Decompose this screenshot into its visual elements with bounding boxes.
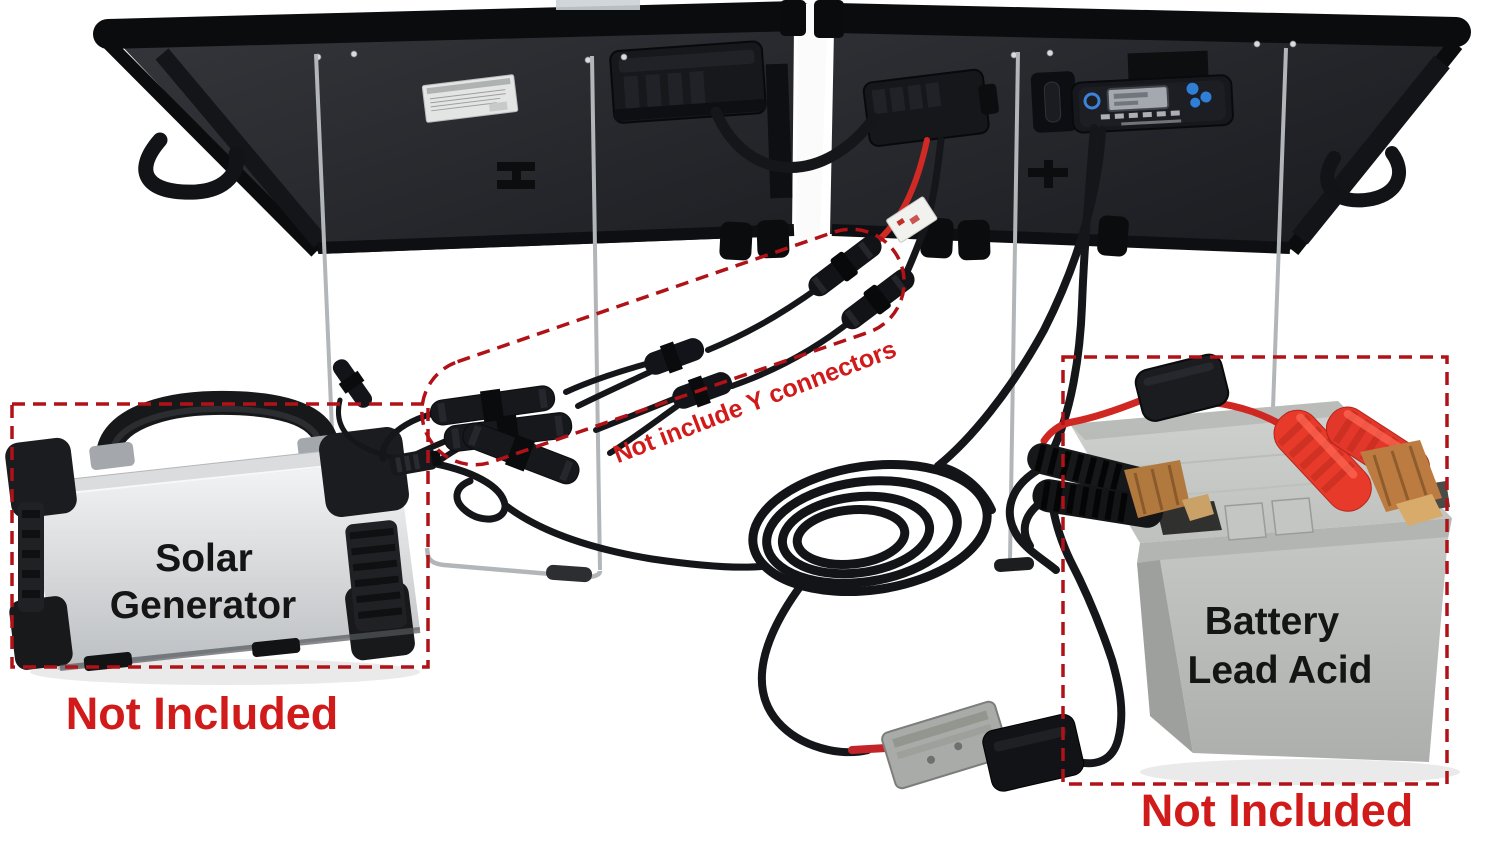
kickstand-leg-4 — [1271, 47, 1288, 409]
generator-front — [28, 460, 420, 670]
junction-box-right — [862, 68, 999, 147]
panel-handle-right — [1320, 146, 1406, 208]
solar-generator — [5, 390, 421, 685]
panel-black-wire — [900, 136, 945, 282]
fuse-holder — [1134, 353, 1230, 422]
clamp-cable — [1005, 466, 1060, 574]
generator-input-cable — [422, 458, 509, 523]
coil-to-connector-cable — [757, 580, 872, 757]
kickstand-leg-2 — [590, 55, 602, 571]
charge-controller — [1030, 71, 1234, 134]
latch-feet-right — [920, 215, 1129, 261]
connector-to-battery-cable — [1049, 504, 1126, 768]
panel-frame-side-left — [98, 33, 321, 257]
mc4-connector — [332, 359, 373, 408]
not-included-label-battery: Not Included — [1141, 785, 1413, 836]
panel-frame-bottom-left — [317, 224, 795, 254]
generator-corner-guard — [9, 596, 73, 670]
generator-vents — [345, 520, 407, 632]
panel-spec-label — [421, 74, 519, 123]
kickstand-leg-3 — [1008, 51, 1020, 563]
callout-box-battery — [1061, 355, 1449, 786]
generator-label-line2: Generator — [110, 584, 296, 627]
battery-label-line2: Lead Acid — [1188, 649, 1373, 692]
junction-box-left — [609, 40, 767, 124]
solar-panel-right — [821, 3, 1471, 261]
inter-panel-cable — [710, 106, 880, 173]
controller-output-cable — [934, 126, 1106, 470]
kickstand-foot-2 — [424, 547, 603, 580]
extension-cable-coil — [748, 459, 992, 597]
panel-frame-top-right — [821, 3, 1471, 47]
battery-front — [1160, 537, 1448, 762]
generator-corner-guard — [5, 437, 77, 519]
fold-bracket-right — [1028, 160, 1068, 188]
controller-buttons — [1186, 82, 1212, 108]
wiring-cables — [336, 106, 1295, 768]
fuse-red-cable — [1040, 396, 1146, 445]
kickstand-legs — [314, 47, 1288, 580]
battery-clamp-red — [1273, 406, 1443, 526]
controller-icon-row — [1100, 110, 1180, 120]
controller-output-cable — [1048, 124, 1098, 456]
battery-lid-tab — [1271, 497, 1314, 536]
not-included-label-generator: Not Included — [66, 688, 338, 739]
kickstand-leg-1 — [314, 53, 334, 431]
solar-panel-left — [93, 1, 813, 261]
panel-handle-left — [138, 132, 245, 200]
battery-lid-tab — [1224, 502, 1267, 541]
cable-tag — [886, 196, 938, 243]
battery-clamp-black — [1027, 443, 1214, 528]
connectors — [332, 196, 1085, 792]
generator-input-cable — [501, 501, 770, 571]
battery-lid-edge — [1137, 518, 1452, 563]
mc4-connector — [808, 235, 882, 297]
generator-corner-guard — [319, 427, 409, 517]
dc-plug — [389, 448, 442, 476]
controller-mount — [1127, 50, 1209, 80]
kickstand-foot-3 — [994, 557, 1035, 572]
generator-label-line1: Solar — [155, 537, 253, 580]
anderson-connector-cover — [982, 713, 1085, 792]
y-branch-connector — [644, 338, 705, 375]
frame-sticker — [556, 0, 640, 10]
panel-frame-top-left — [93, 1, 813, 49]
controller-logo-ring — [1083, 92, 1101, 110]
mc4-connector-pair — [429, 385, 556, 426]
kickstand-foot-grip — [546, 564, 593, 583]
callout-outline-y-connectors — [420, 227, 906, 467]
callout-box-generator — [10, 402, 430, 669]
fold-bracket-left — [497, 162, 535, 189]
battery-label-line1: Battery — [1205, 600, 1340, 643]
generator-side-grille — [18, 502, 44, 612]
